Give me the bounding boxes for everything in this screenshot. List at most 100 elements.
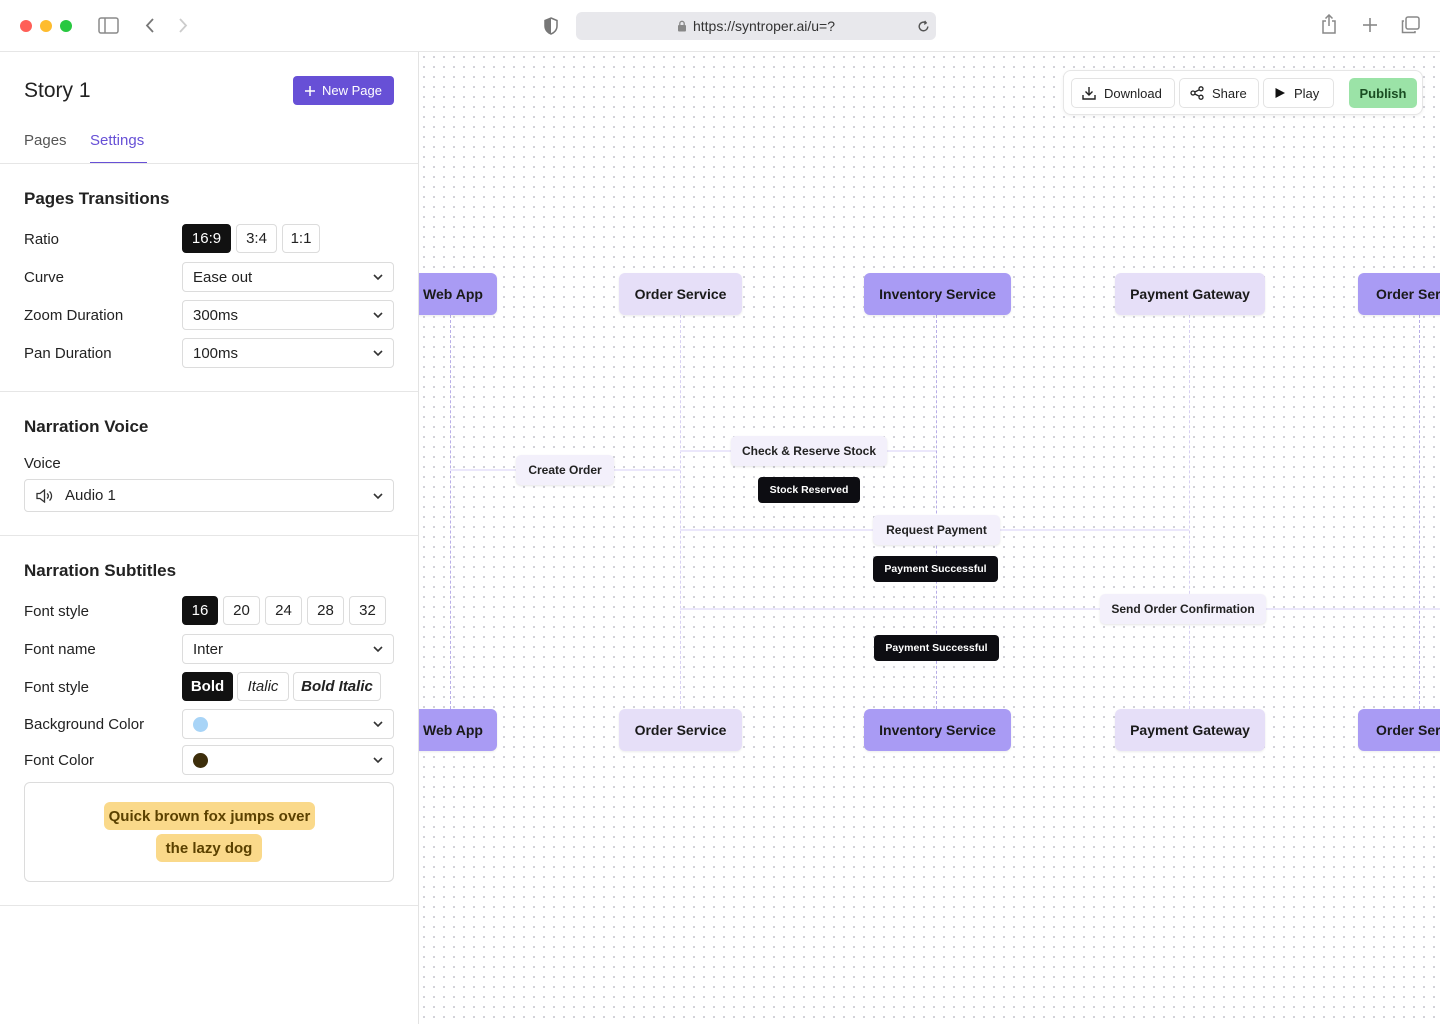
pan-duration-value: 100ms [193, 344, 239, 362]
back-icon[interactable] [144, 17, 156, 34]
share-sheet-icon[interactable] [1321, 14, 1337, 34]
response-payment-successful[interactable]: Payment Successful [874, 635, 999, 661]
participant-order-service-2-bottom[interactable]: Order Serv [1358, 709, 1440, 751]
close-window-button[interactable] [20, 20, 32, 32]
story-title: Story 1 [24, 79, 91, 102]
zoom-duration-value: 300ms [193, 306, 239, 324]
font-style-italic[interactable]: Italic [237, 672, 289, 701]
address-bar[interactable]: https://syntroper.ai/u=? [576, 12, 936, 40]
section-divider [0, 905, 418, 906]
share-icon [1190, 86, 1204, 100]
play-label: Play [1294, 85, 1320, 101]
ratio-label: Ratio [24, 231, 60, 248]
page-transitions-title: Pages Transitions [24, 189, 170, 208]
chevron-down-icon [373, 493, 383, 500]
plus-icon [305, 85, 315, 96]
participant-payment-gateway[interactable]: Payment Gateway [1115, 273, 1265, 315]
diagram-canvas[interactable]: Download Share Play Publish Web App Orde… [419, 52, 1440, 1024]
new-page-button[interactable]: New Page [293, 76, 394, 105]
font-size-option-20[interactable]: 20 [223, 596, 260, 625]
voice-label: Voice [24, 455, 61, 472]
ratio-option-16-9[interactable]: 16:9 [182, 224, 231, 253]
background-color-label: Background Color [24, 716, 145, 733]
chevron-down-icon [373, 312, 383, 319]
message-check-reserve-stock[interactable]: Check & Reserve Stock [731, 436, 887, 466]
lifeline-web-app [450, 315, 451, 709]
voice-select[interactable]: Audio 1 [24, 479, 394, 512]
background-color-swatch [193, 716, 208, 732]
tab-overview-icon[interactable] [1401, 16, 1420, 34]
canvas-toolbar: Download Share Play Publish [1063, 70, 1423, 115]
tab-settings[interactable]: Settings [90, 132, 145, 149]
url-text: https://syntroper.ai/u=? [692, 18, 836, 34]
maximize-window-button[interactable] [60, 20, 72, 32]
font-size-option-32[interactable]: 32 [349, 596, 386, 625]
play-button[interactable]: Play [1263, 78, 1334, 108]
subtitle-preview-line: the lazy dog [156, 834, 262, 862]
ratio-option-3-4[interactable]: 3:4 [236, 224, 277, 253]
play-icon [1275, 88, 1285, 98]
tabs-divider [0, 163, 418, 164]
share-label: Share [1212, 85, 1247, 101]
message-create-order[interactable]: Create Order [516, 455, 614, 485]
curve-label: Curve [24, 269, 65, 286]
share-button[interactable]: Share [1179, 78, 1259, 108]
participant-inventory-service[interactable]: Inventory Service [864, 273, 1011, 315]
subtitle-preview: Quick brown fox jumps over the lazy dog [24, 782, 394, 882]
response-payment-successful[interactable]: Payment Successful [873, 556, 998, 582]
font-name-select[interactable]: Inter [182, 634, 394, 664]
shield-icon[interactable] [543, 17, 559, 35]
sidebar-toggle-icon[interactable] [98, 17, 119, 34]
message-request-payment[interactable]: Request Payment [873, 515, 1000, 545]
font-style-bold-italic[interactable]: Bold Italic [293, 672, 381, 701]
font-name-label: Font name [24, 641, 96, 658]
download-icon [1082, 87, 1096, 100]
speaker-icon [36, 488, 53, 503]
download-button[interactable]: Download [1071, 78, 1175, 108]
background-color-select[interactable] [182, 709, 394, 739]
font-size-option-16[interactable]: 16 [182, 596, 218, 625]
minimize-window-button[interactable] [40, 20, 52, 32]
lifeline-inventory-service [936, 315, 937, 709]
browser-toolbar: https://syntroper.ai/u=? [0, 0, 1440, 52]
lifeline-payment-gateway [1189, 315, 1190, 709]
lock-icon [677, 20, 686, 32]
participant-order-service[interactable]: Order Service [619, 273, 742, 315]
forward-icon[interactable] [177, 17, 189, 34]
font-size-option-24[interactable]: 24 [265, 596, 302, 625]
curve-select[interactable]: Ease out [182, 262, 394, 292]
chevron-down-icon [373, 274, 383, 281]
new-tab-icon[interactable] [1362, 17, 1378, 33]
font-color-select[interactable] [182, 745, 394, 775]
download-label: Download [1104, 85, 1162, 101]
participant-inventory-service-bottom[interactable]: Inventory Service [864, 709, 1011, 751]
zoom-duration-select[interactable]: 300ms [182, 300, 394, 330]
pan-duration-select[interactable]: 100ms [182, 338, 394, 368]
font-style-bold[interactable]: Bold [182, 672, 233, 701]
reload-icon[interactable] [917, 20, 930, 33]
pan-duration-label: Pan Duration [24, 345, 112, 362]
subtitle-preview-line: Quick brown fox jumps over [104, 802, 315, 830]
participant-order-service-bottom[interactable]: Order Service [619, 709, 742, 751]
font-color-label: Font Color [24, 752, 95, 769]
lifeline-order-service [680, 315, 681, 709]
font-size-option-28[interactable]: 28 [307, 596, 344, 625]
lifeline-order-service-2 [1419, 315, 1420, 709]
participant-payment-gateway-bottom[interactable]: Payment Gateway [1115, 709, 1265, 751]
chevron-down-icon [373, 646, 383, 653]
chevron-down-icon [373, 757, 383, 764]
participant-web-app[interactable]: Web App [419, 273, 497, 315]
message-send-order-confirmation[interactable]: Send Order Confirmation [1100, 594, 1266, 624]
chevron-down-icon [373, 721, 383, 728]
narration-voice-title: Narration Voice [24, 417, 149, 436]
participant-web-app-bottom[interactable]: Web App [419, 709, 497, 751]
response-stock-reserved[interactable]: Stock Reserved [758, 477, 860, 503]
participant-order-service-2[interactable]: Order Serv [1358, 273, 1440, 315]
narration-subtitles-title: Narration Subtitles [24, 561, 177, 580]
ratio-option-1-1[interactable]: 1:1 [282, 224, 320, 253]
font-name-value: Inter [193, 640, 224, 658]
voice-value: Audio 1 [65, 487, 116, 504]
tab-pages[interactable]: Pages [24, 132, 67, 149]
publish-button[interactable]: Publish [1349, 78, 1417, 108]
curve-value: Ease out [193, 268, 253, 286]
